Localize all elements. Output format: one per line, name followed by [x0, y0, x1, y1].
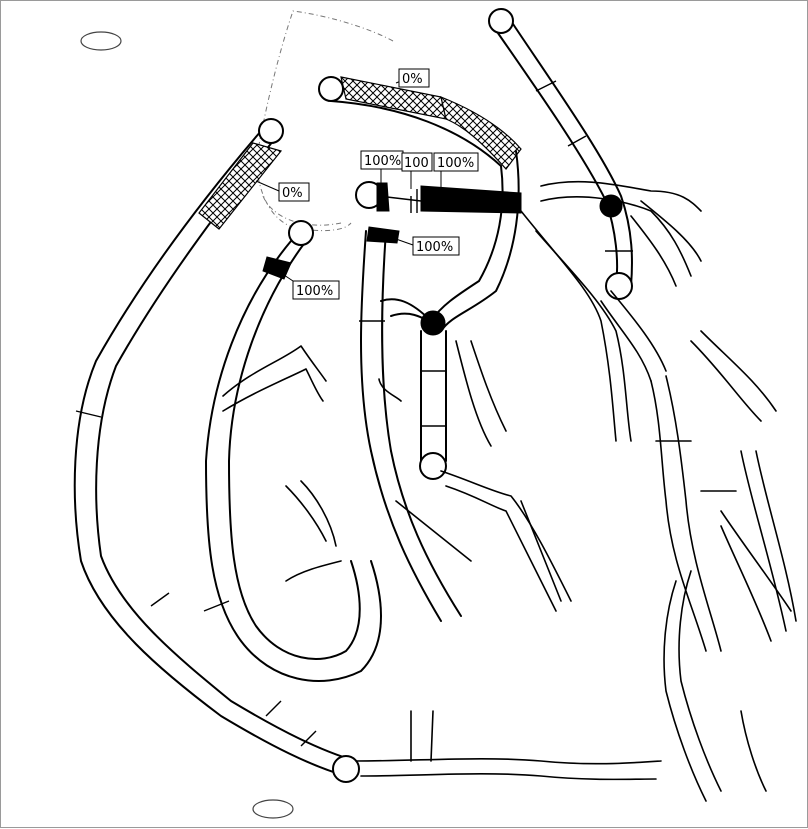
label-lad-proximal: 100%: [434, 153, 478, 187]
label-circumflex-prox-text: 100%: [416, 240, 453, 255]
vessel-lad-distal-branches: [441, 341, 571, 611]
label-lad-proximal-text: 100%: [437, 156, 474, 171]
bottom-marker: [253, 800, 293, 818]
label-lad-mid-text: 100: [404, 156, 429, 171]
label-lad-mid: 100: [402, 153, 432, 189]
label-diagonal-text: 0%: [282, 186, 303, 201]
label-ramus-text: 0%: [402, 72, 423, 87]
vessel-septal: [359, 227, 471, 621]
top-left-marker: [81, 32, 121, 50]
label-left-main: 100%: [361, 151, 403, 185]
vessel-circumflex: [489, 9, 701, 299]
vessel-rca: [75, 119, 359, 782]
vessel-obtuse-marginal: [521, 211, 796, 801]
label-rca: 100%: [281, 273, 339, 299]
label-ramus: 0%: [396, 69, 429, 87]
label-circumflex-prox: 100%: [396, 237, 459, 255]
vessel-posterior-descending: [356, 711, 661, 779]
label-left-main-text: 100%: [364, 154, 401, 169]
label-rca-text: 100%: [296, 284, 333, 299]
